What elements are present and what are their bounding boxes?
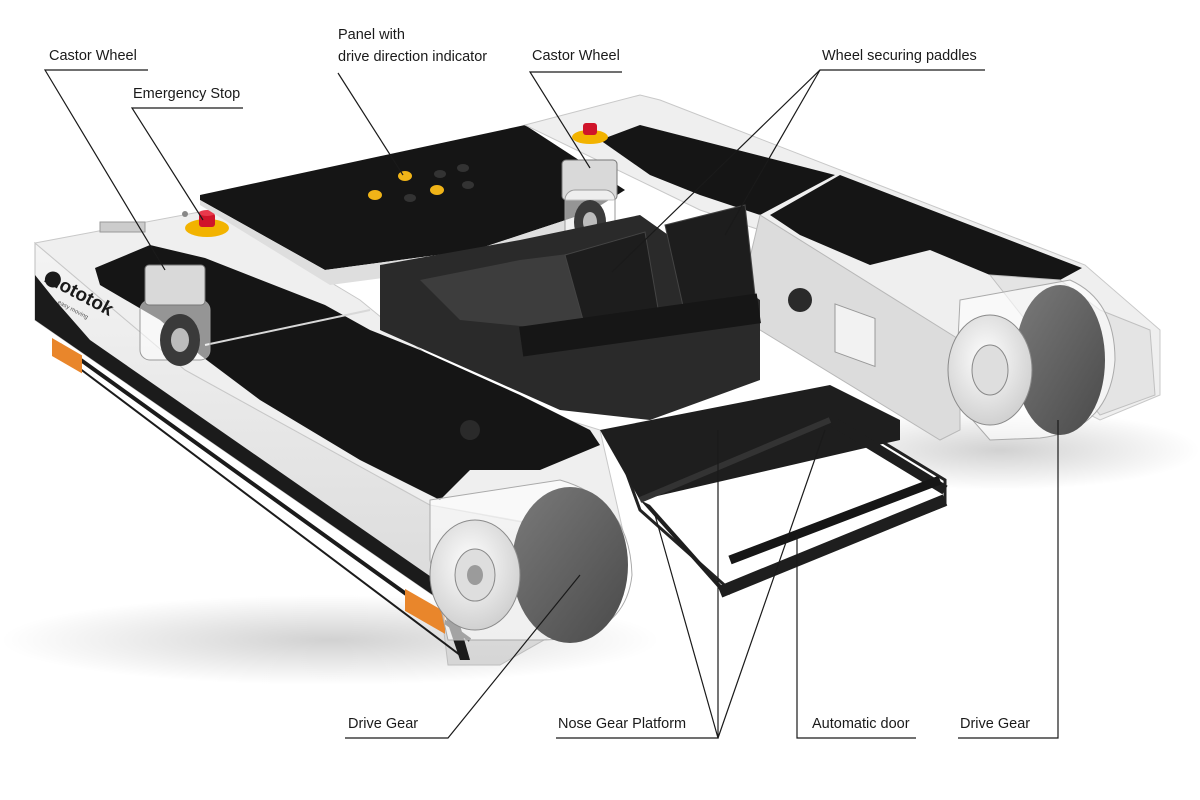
label-panel-drive-direction-line2: drive direction indicator — [338, 49, 488, 65]
label-wheel-securing-paddles: Wheel securing paddles — [822, 48, 977, 64]
drive-gear-right-graphic — [947, 279, 1116, 441]
leader-panel-drive-direction — [337, 72, 404, 176]
leader-emergency-stop — [130, 107, 243, 221]
right-arm-top-pad-rear — [770, 175, 1082, 280]
leader-castor-wheel-left — [43, 69, 166, 271]
label-emergency-stop: Emergency Stop — [133, 86, 241, 102]
indicator-light-left-front — [52, 338, 82, 374]
emergency-stop-right-graphic — [572, 123, 608, 144]
leader-drive-gear-left — [345, 574, 581, 739]
nose-gear-platform-graphic — [600, 385, 948, 598]
label-panel-drive-direction-line1: Panel with — [338, 27, 405, 43]
central-mechanism — [380, 204, 812, 440]
castor-wheel-left-graphic — [139, 264, 211, 366]
label-castor-wheel-right: Castor Wheel — [532, 48, 620, 64]
leader-automatic-door — [796, 535, 916, 739]
drive-gear-left-graphic — [429, 479, 633, 643]
automatic-door-graphic — [728, 475, 942, 565]
leader-drive-gear-right — [958, 420, 1059, 739]
drive-direction-buttons — [368, 164, 474, 202]
leader-nose-gear-3 — [717, 429, 826, 739]
label-automatic-door: Automatic door — [812, 716, 910, 732]
indicator-light-left-rear — [405, 588, 445, 634]
left-arm-side-stripe — [35, 275, 470, 660]
leader-wheel-securing-right — [724, 69, 821, 236]
leader-lines — [43, 69, 1059, 739]
label-drive-gear-right: Drive Gear — [960, 716, 1031, 732]
leader-castor-wheel-right — [528, 71, 622, 169]
label-drive-gear-left: Drive Gear — [348, 716, 419, 732]
label-castor-wheel-left: Castor Wheel — [49, 48, 137, 64]
label-nose-gear-platform: Nose Gear Platform — [558, 716, 687, 732]
